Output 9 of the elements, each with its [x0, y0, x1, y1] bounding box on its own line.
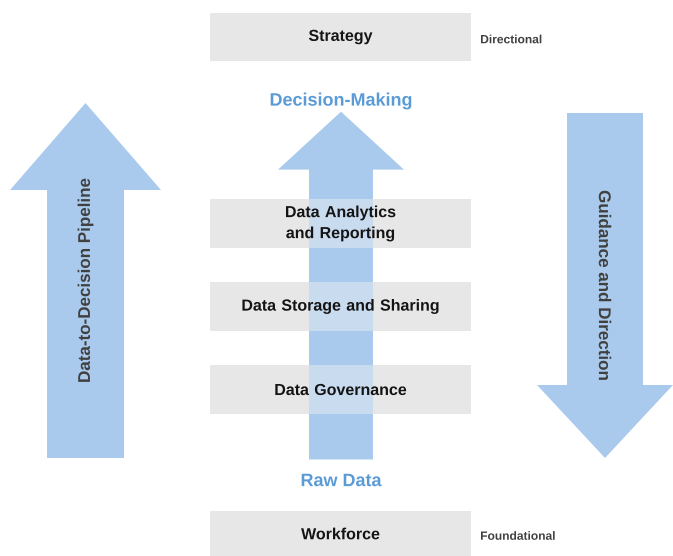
stage-label: Decision-Making: [270, 92, 412, 110]
side-label: Directional: [481, 34, 542, 44]
process-box: Workforce: [210, 511, 471, 556]
process-box: Data Governance: [210, 365, 471, 414]
stage-label: Raw Data: [302, 474, 382, 486]
process-box: Strategy: [210, 13, 471, 61]
process-box: Data Analytics and Reporting: [210, 199, 471, 248]
side-label: Foundational: [481, 531, 555, 540]
process-box: Data Storage and Sharing: [210, 282, 471, 331]
